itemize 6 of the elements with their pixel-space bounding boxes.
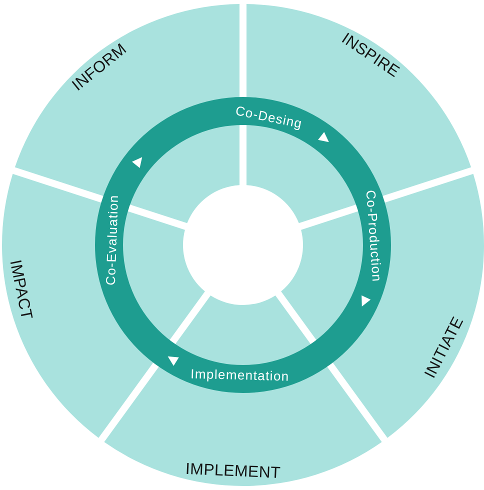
phase-label: Co-Evaluation bbox=[104, 194, 120, 286]
phase-label: Implementation bbox=[190, 367, 290, 383]
phase-label: Co-Production bbox=[364, 189, 384, 282]
segment-label: IMPLEMENT bbox=[185, 462, 281, 482]
cycle-ring bbox=[95, 97, 391, 393]
segment-label: IMPACT bbox=[6, 258, 34, 322]
